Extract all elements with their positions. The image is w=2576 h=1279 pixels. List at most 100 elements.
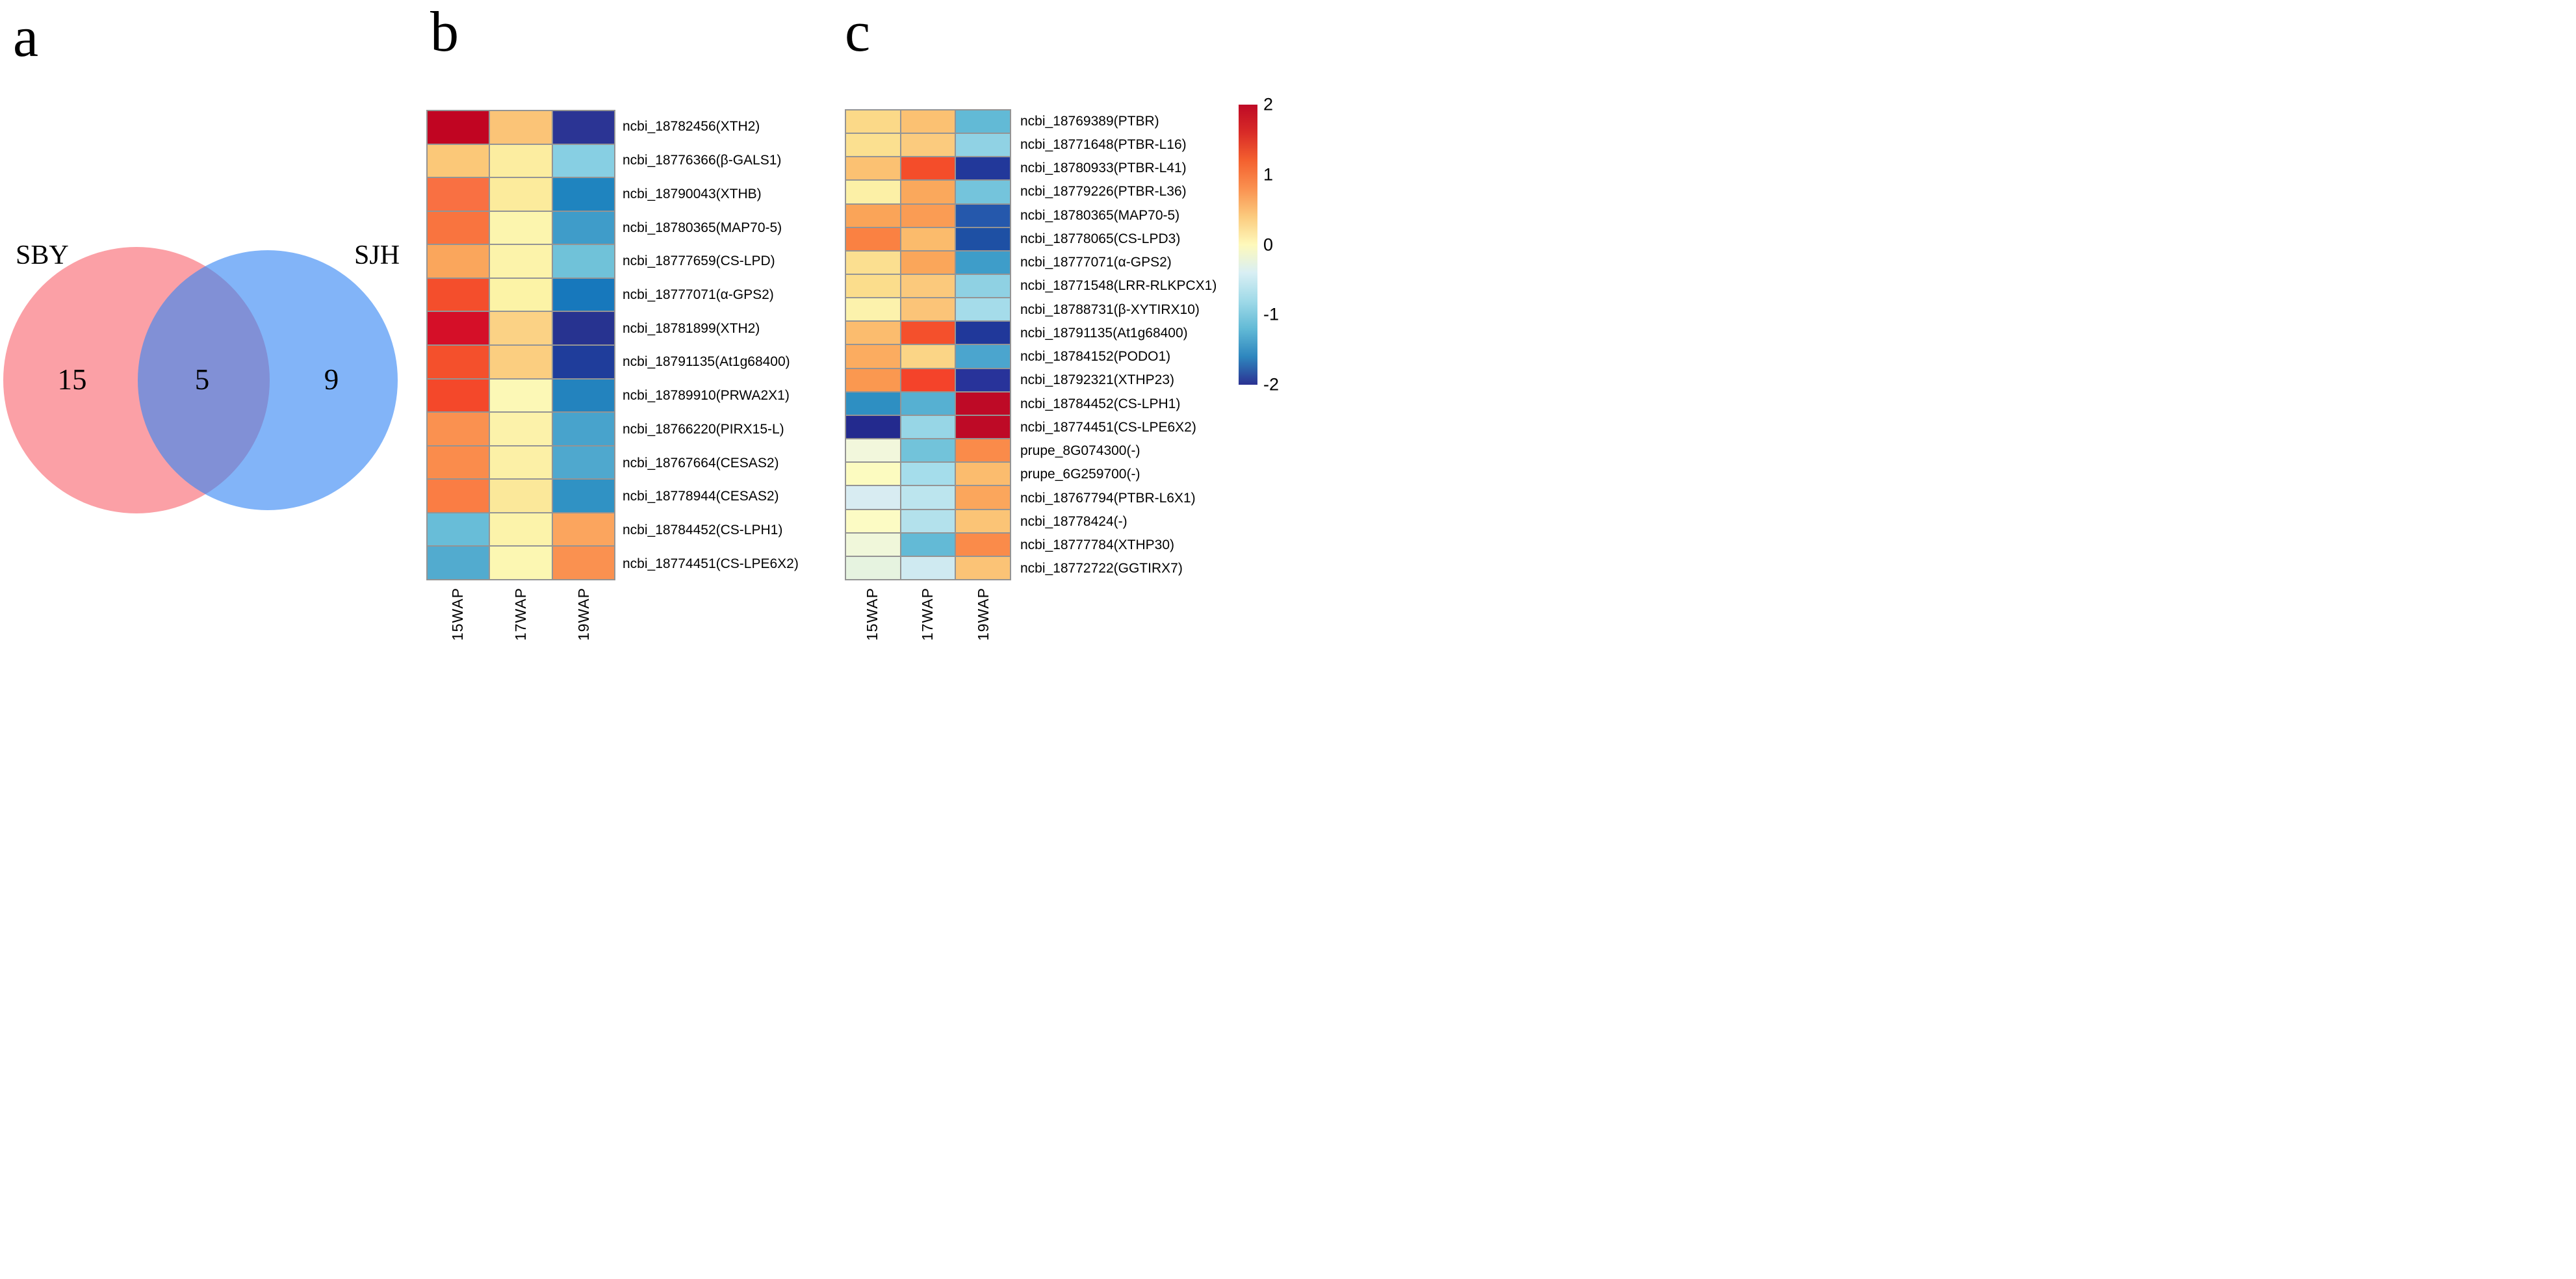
heatmap-c-row-label: ncbi_18777784(XTHP30) — [1020, 537, 1174, 553]
heatmap-b-row-label: ncbi_18777071(α-GPS2) — [623, 287, 774, 302]
heatmap-b-row-label: ncbi_18782456(XTH2) — [623, 119, 760, 135]
figure-venn-and-heatmaps: a b c SBY SJH 15 5 9 ncbi_18782456(XTH2)… — [0, 0, 1288, 640]
heatmap-cell-b-r10c1 — [428, 413, 489, 445]
heatmap-b-column-label: 15WAP — [449, 588, 466, 640]
heatmap-cell-c-r19c1 — [846, 533, 900, 556]
heatmap-cell-c-r16c3 — [956, 463, 1010, 485]
heatmap-cell-b-r1c1 — [428, 111, 489, 144]
panel-letter-c: c — [845, 1, 871, 64]
heatmap-cell-b-r6c3 — [552, 278, 614, 311]
heatmap-cell-c-r16c2 — [901, 463, 955, 485]
heatmap-cell-c-r14c3 — [956, 415, 1010, 439]
heatmap-cell-b-r14c3 — [552, 547, 614, 579]
heatmap-cell-c-r14c1 — [846, 415, 900, 439]
colorbar-tick-label: 2 — [1263, 94, 1274, 114]
heatmap-cell-c-r19c2 — [901, 533, 955, 556]
panel-letter-a: a — [13, 6, 39, 69]
heatmap-cell-b-r8c3 — [552, 345, 614, 378]
heatmap-cell-c-r20c2 — [901, 556, 955, 579]
heatmap-b-column-label: 17WAP — [512, 588, 529, 640]
heatmap-cell-c-r5c2 — [901, 204, 955, 227]
heatmap-cell-b-r6c2 — [490, 278, 552, 311]
heatmap-cell-c-r17c3 — [956, 486, 1010, 509]
heatmap-cell-b-r9c1 — [428, 379, 489, 412]
heatmap-b-row-label: ncbi_18778944(CESAS2) — [623, 489, 779, 504]
heatmap-cell-b-r10c3 — [552, 413, 614, 445]
heatmap-cell-c-r7c2 — [901, 251, 955, 274]
heatmap-cell-b-r7c3 — [552, 312, 614, 344]
heatmap-cell-c-r9c3 — [956, 298, 1010, 321]
heatmap-cell-b-r14c1 — [428, 547, 489, 579]
heatmap-cell-c-r1c2 — [901, 110, 955, 133]
heatmap-cell-b-r4c2 — [490, 211, 552, 244]
heatmap-cell-c-r15c3 — [956, 439, 1010, 462]
heatmap-cell-b-r9c3 — [552, 379, 614, 412]
venn-circle-sjh — [138, 250, 398, 510]
heatmap-cell-b-r11c3 — [552, 446, 614, 479]
heatmap-cell-b-r5c1 — [428, 245, 489, 278]
heatmap-cell-c-r20c1 — [846, 556, 900, 579]
heatmap-cell-b-r12c1 — [428, 480, 489, 512]
heatmap-cell-b-r8c2 — [490, 345, 552, 378]
heatmap-cell-b-r2c1 — [428, 144, 489, 177]
venn-diagram — [3, 247, 398, 513]
heatmap-cell-c-r11c1 — [846, 345, 900, 368]
heatmap-cell-c-r6c2 — [901, 227, 955, 250]
heatmap-cell-b-r5c2 — [490, 245, 552, 278]
heatmap-c-row-label: prupe_8G074300(-) — [1020, 443, 1140, 459]
heatmap-b-row-label: ncbi_18789910(PRWA2X1) — [623, 388, 790, 404]
heatmap-cell-b-r13c3 — [552, 513, 614, 546]
heatmap-cell-c-r2c2 — [901, 134, 955, 157]
heatmap-cell-c-r9c2 — [901, 298, 955, 321]
heatmap-c-column-label: 19WAP — [974, 588, 992, 640]
heatmap-cell-c-r5c3 — [956, 204, 1010, 227]
heatmap-cell-c-r7c1 — [846, 251, 900, 274]
heatmap-b-row-labels: ncbi_18782456(XTH2)ncbi_18776366(β-GALS1… — [623, 110, 837, 580]
heatmap-c-row-label: ncbi_18778065(CS-LPD3) — [1020, 231, 1181, 246]
panel-letter-b: b — [430, 1, 459, 64]
heatmap-cell-b-r9c2 — [490, 379, 552, 412]
heatmap-cell-c-r7c3 — [956, 251, 1010, 274]
heatmap-cell-c-r8c2 — [901, 274, 955, 298]
heatmap-cell-b-r7c2 — [490, 312, 552, 344]
heatmap-cell-b-r4c3 — [552, 211, 614, 244]
heatmap-cell-c-r18c3 — [956, 510, 1010, 532]
heatmap-cell-b-r12c3 — [552, 480, 614, 512]
heatmap-cell-b-r13c1 — [428, 513, 489, 546]
heatmap-c-column-label: 17WAP — [919, 588, 936, 640]
heatmap-b-row-label: ncbi_18781899(XTH2) — [623, 320, 760, 336]
colorbar-tick-label: 0 — [1263, 235, 1274, 254]
heatmap-cell-b-r3c3 — [552, 178, 614, 211]
heatmap-cell-c-r4c2 — [901, 181, 955, 203]
heatmap-cell-c-r2c3 — [956, 134, 1010, 157]
heatmap-cell-b-r7c1 — [428, 312, 489, 344]
heatmap-cell-c-r1c1 — [846, 110, 900, 133]
heatmap-cell-c-r10c1 — [846, 322, 900, 344]
heatmap-cell-c-r8c1 — [846, 274, 900, 298]
heatmap-c-row-label: ncbi_18772722(GGTIRX7) — [1020, 561, 1183, 576]
heatmap-cell-c-r12c1 — [846, 368, 900, 391]
heatmap-c-row-label: ncbi_18767794(PTBR-L6X1) — [1020, 490, 1196, 506]
colorbar-gradient — [1239, 105, 1257, 385]
heatmap-cell-c-r14c2 — [901, 415, 955, 439]
heatmap-cell-c-r10c2 — [901, 322, 955, 344]
heatmap-c-row-label: ncbi_18777071(α-GPS2) — [1020, 255, 1172, 270]
heatmap-b-column-labels: 15WAP 17WAP 19WAP — [426, 588, 615, 640]
venn-count-sby-unique: 15 — [57, 363, 87, 396]
heatmap-cell-c-r4c1 — [846, 181, 900, 203]
heatmap-c-row-label: ncbi_18779226(PTBR-L36) — [1020, 184, 1187, 200]
heatmap-b-row-label: ncbi_18777659(CS-LPD) — [623, 253, 775, 269]
heatmap-c-row-label: prupe_6G259700(-) — [1020, 467, 1140, 482]
heatmap-cell-c-r19c3 — [956, 533, 1010, 556]
heatmap-cell-b-r1c3 — [552, 111, 614, 144]
heatmap-b-row-label: ncbi_18784452(CS-LPH1) — [623, 522, 783, 537]
heatmap-cell-b-r11c1 — [428, 446, 489, 479]
colorbar-tick-label: -2 — [1263, 374, 1280, 394]
heatmap-cell-c-r4c3 — [956, 181, 1010, 203]
heatmap-b-row-label: ncbi_18774451(CS-LPE6X2) — [623, 556, 799, 571]
venn-set-label-sby: SBY — [16, 240, 69, 270]
heatmap-b-row-label: ncbi_18780365(MAP70-5) — [623, 220, 782, 235]
heatmap-cell-c-r1c3 — [956, 110, 1010, 133]
heatmap-cell-c-r3c2 — [901, 157, 955, 180]
heatmap-b-column-label: 19WAP — [575, 588, 592, 640]
